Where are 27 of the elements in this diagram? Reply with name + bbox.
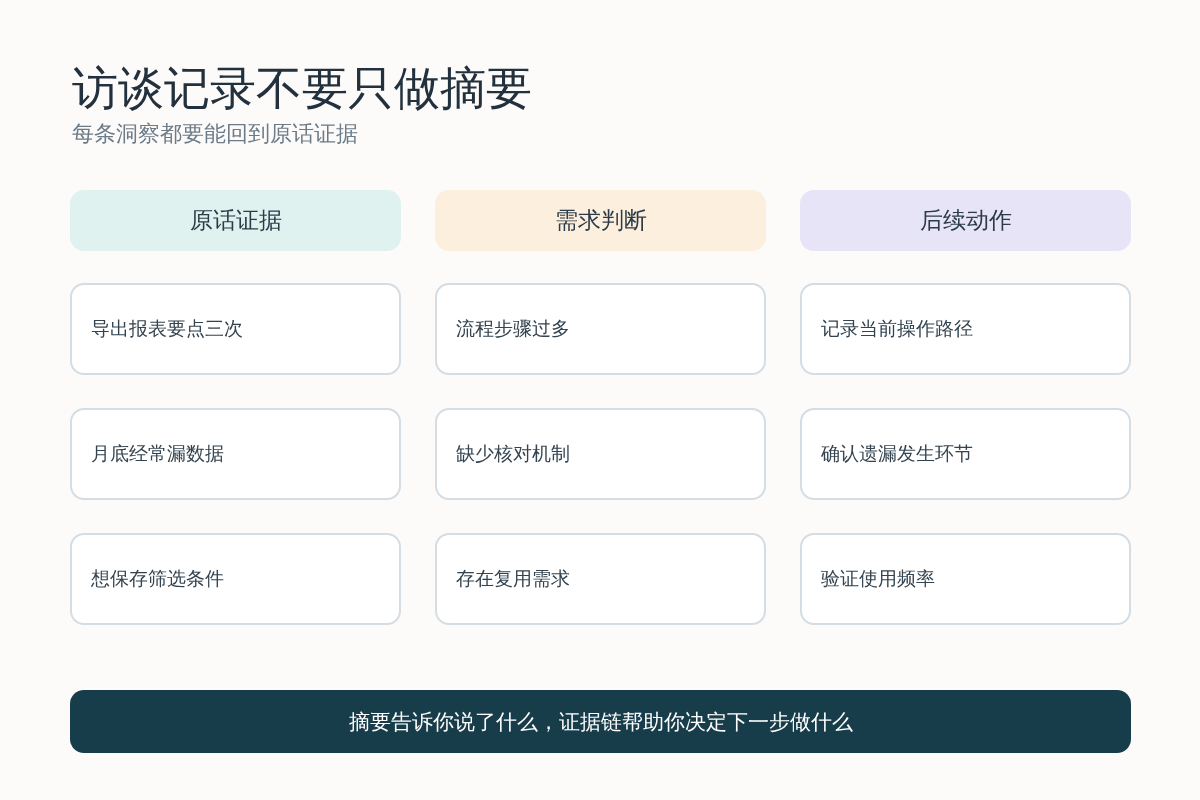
column-header (435, 190, 766, 251)
card-text: 导出报表要点三次 (91, 316, 243, 341)
card-text: 记录当前操作路径 (821, 316, 973, 341)
header-text: 原话证据 (189, 206, 282, 235)
card-text: 确认遗漏发生环节 (821, 441, 973, 466)
card-text: 想保存筛选条件 (91, 566, 224, 591)
card-text: 存在复用需求 (456, 566, 570, 591)
header-text: 后续动作 (919, 206, 1012, 235)
header-text: 需求判断 (554, 206, 647, 235)
note-card (435, 408, 766, 500)
subtitle: 每条洞察都要能回到原话证据 (72, 120, 358, 148)
card-text: 缺少核对机制 (456, 441, 570, 466)
card-text: 月底经常漏数据 (91, 441, 224, 466)
column-header (70, 190, 401, 251)
card-text: 验证使用频率 (821, 566, 935, 591)
note-card (435, 533, 766, 625)
note-card (70, 283, 401, 375)
title: 访谈记录不要只做摘要 (72, 60, 532, 117)
banner-text: 摘要告诉你说了什么，证据链帮助你决定下一步做什么 (348, 708, 853, 736)
note-card (800, 533, 1131, 625)
card-text: 流程步骤过多 (456, 316, 570, 341)
note-card (70, 408, 401, 500)
note-card (800, 283, 1131, 375)
note-card (435, 283, 766, 375)
summary-banner (70, 690, 1131, 753)
note-card (800, 408, 1131, 500)
note-card (70, 533, 401, 625)
